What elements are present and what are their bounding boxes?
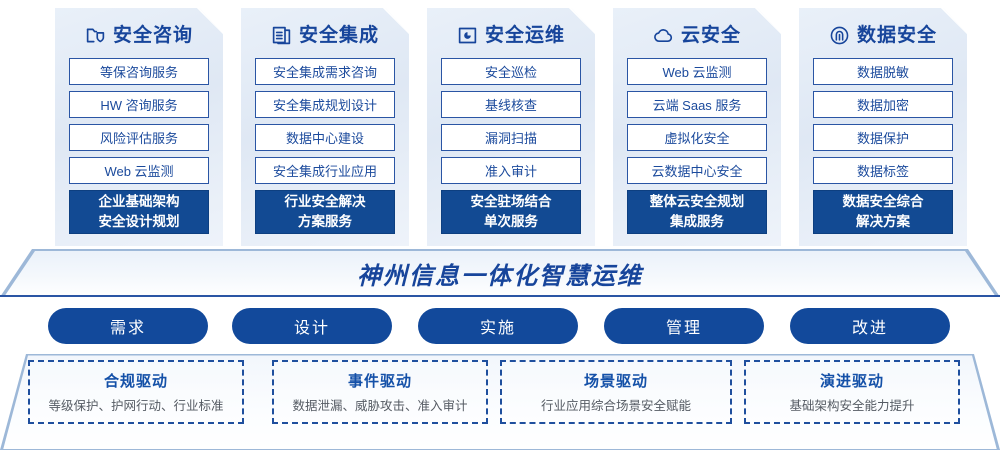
- pillar-item[interactable]: 数据脱敏: [813, 58, 953, 85]
- pillar-highlight-line: 行业安全解决: [284, 194, 366, 210]
- fingerprint-icon: [829, 25, 850, 46]
- pillar-highlight-line: 数据安全综合: [842, 194, 924, 210]
- driver-title: 合规驱动: [103, 373, 168, 390]
- driver-compliance[interactable]: 合规驱动 等级保护、护网行动、行业标准: [28, 360, 244, 424]
- stage-pill-manage[interactable]: 管理: [604, 308, 764, 344]
- pillar-highlight-line: 安全驻场结合: [470, 194, 552, 210]
- platform-banner-baseline: [0, 295, 1000, 297]
- pillar-title: 安全集成: [298, 24, 379, 46]
- stage-pill-demand[interactable]: 需求: [48, 308, 208, 344]
- pillar-header: 数据安全: [799, 8, 967, 58]
- driver-scenario[interactable]: 场景驱动 行业应用综合场景安全赋能: [500, 360, 732, 424]
- pillar-highlight[interactable]: 数据安全综合 解决方案: [813, 190, 953, 234]
- pillar-highlight-line: 解决方案: [856, 214, 910, 229]
- pillar-item-list: 安全巡检 基线核查 漏洞扫描 准入审计 安全驻场结合 单次服务: [427, 58, 595, 234]
- cloud-icon: [653, 25, 674, 46]
- pillar-highlight-line: 整体云安全规划: [649, 194, 745, 210]
- pillar-data-security[interactable]: 数据安全 数据脱敏 数据加密 数据保护 数据标签 数据安全综合 解决方案: [799, 8, 967, 246]
- driver-title: 演进驱动: [819, 373, 884, 390]
- pillar-item[interactable]: 数据加密: [813, 91, 953, 118]
- pillar-header: 云安全: [613, 8, 781, 58]
- lifecycle-stages: 需求 设计 实施 管理 改进: [0, 308, 1000, 346]
- pillar-item[interactable]: 虚拟化安全: [627, 124, 767, 151]
- pillar-highlight[interactable]: 安全驻场结合 单次服务: [441, 190, 581, 234]
- pillar-item-list: 等保咨询服务 HW 咨询服务 风险评估服务 Web 云监测 企业基础架构 安全设…: [55, 58, 223, 234]
- stage-pill-improve[interactable]: 改进: [790, 308, 950, 344]
- pillar-item[interactable]: 数据保护: [813, 124, 953, 151]
- platform-banner: 神州信息一体化智慧运维: [0, 249, 1000, 297]
- pillar-item-list: 安全集成需求咨询 安全集成规划设计 数据中心建设 安全集成行业应用 行业安全解决…: [241, 58, 409, 234]
- pillar-security-operations[interactable]: 安全运维 安全巡检 基线核查 漏洞扫描 准入审计 安全驻场结合 单次服务: [427, 8, 595, 246]
- pillar-item[interactable]: HW 咨询服务: [69, 91, 209, 118]
- pillar-cloud-security[interactable]: 云安全 Web 云监测 云端 Saas 服务 虚拟化安全 云数据中心安全 整体云…: [613, 8, 781, 246]
- pillar-item[interactable]: 漏洞扫描: [441, 124, 581, 151]
- pillar-title: 云安全: [680, 24, 741, 46]
- pillar-header: 安全集成: [241, 8, 409, 58]
- monitor-chart-icon: [457, 25, 478, 46]
- pillar-item[interactable]: Web 云监测: [627, 58, 767, 85]
- pillar-item[interactable]: 安全集成行业应用: [255, 157, 395, 184]
- pillar-security-consulting[interactable]: 安全咨询 等保咨询服务 HW 咨询服务 风险评估服务 Web 云监测 企业基础架…: [55, 8, 223, 246]
- pillar-item[interactable]: 安全集成规划设计: [255, 91, 395, 118]
- stage-pill-design[interactable]: 设计: [232, 308, 392, 344]
- pillar-item[interactable]: 风险评估服务: [69, 124, 209, 151]
- pillar-item-list: 数据脱敏 数据加密 数据保护 数据标签 数据安全综合 解决方案: [799, 58, 967, 234]
- pillar-highlight-line: 企业基础架构: [98, 194, 180, 210]
- driver-subtitle: 行业应用综合场景安全赋能: [540, 399, 691, 413]
- driver-incident[interactable]: 事件驱动 数据泄漏、威胁攻击、准入审计: [272, 360, 488, 424]
- documents-stack-icon: [271, 25, 292, 46]
- driver-title: 场景驱动: [583, 373, 648, 390]
- pillar-item[interactable]: 等保咨询服务: [69, 58, 209, 85]
- pillar-item[interactable]: 安全巡检: [441, 58, 581, 85]
- pillar-highlight-line: 方案服务: [298, 214, 352, 229]
- pillar-header: 安全咨询: [55, 8, 223, 58]
- folder-shield-icon: [85, 25, 106, 46]
- pillar-highlight-line: 集成服务: [670, 214, 724, 229]
- pillar-header: 安全运维: [427, 8, 595, 58]
- drivers-list: 合规驱动 等级保护、护网行动、行业标准 事件驱动 数据泄漏、威胁攻击、准入审计 …: [0, 360, 1000, 444]
- pillar-item[interactable]: 云数据中心安全: [627, 157, 767, 184]
- driver-evolution[interactable]: 演进驱动 基础架构安全能力提升: [744, 360, 960, 424]
- pillar-item[interactable]: 云端 Saas 服务: [627, 91, 767, 118]
- pillar-item[interactable]: 数据中心建设: [255, 124, 395, 151]
- pillar-item[interactable]: 数据标签: [813, 157, 953, 184]
- stage-pill-implement[interactable]: 实施: [418, 308, 578, 344]
- driver-subtitle: 等级保护、护网行动、行业标准: [48, 399, 224, 413]
- driver-subtitle: 基础架构安全能力提升: [789, 399, 915, 413]
- pillar-highlight[interactable]: 整体云安全规划 集成服务: [627, 190, 767, 234]
- pillar-item[interactable]: 准入审计: [441, 157, 581, 184]
- pillar-title: 安全咨询: [112, 24, 193, 46]
- driver-title: 事件驱动: [347, 373, 412, 390]
- pillar-item[interactable]: 基线核查: [441, 91, 581, 118]
- driver-subtitle: 数据泄漏、威胁攻击、准入审计: [292, 399, 468, 413]
- pillar-highlight[interactable]: 行业安全解决 方案服务: [255, 190, 395, 234]
- pillar-title: 安全运维: [484, 24, 565, 46]
- pillar-item-list: Web 云监测 云端 Saas 服务 虚拟化安全 云数据中心安全 整体云安全规划…: [613, 58, 781, 234]
- pillar-highlight-line: 单次服务: [484, 214, 538, 229]
- pillar-item[interactable]: 安全集成需求咨询: [255, 58, 395, 85]
- pillar-security-integration[interactable]: 安全集成 安全集成需求咨询 安全集成规划设计 数据中心建设 安全集成行业应用 行…: [241, 8, 409, 246]
- pillar-columns: 安全咨询 等保咨询服务 HW 咨询服务 风险评估服务 Web 云监测 企业基础架…: [55, 8, 967, 246]
- pillar-highlight-line: 安全设计规划: [98, 214, 180, 229]
- platform-banner-title: 神州信息一体化智慧运维: [357, 262, 643, 290]
- pillar-item[interactable]: Web 云监测: [69, 157, 209, 184]
- pillar-highlight[interactable]: 企业基础架构 安全设计规划: [69, 190, 209, 234]
- pillar-title: 数据安全: [856, 24, 937, 46]
